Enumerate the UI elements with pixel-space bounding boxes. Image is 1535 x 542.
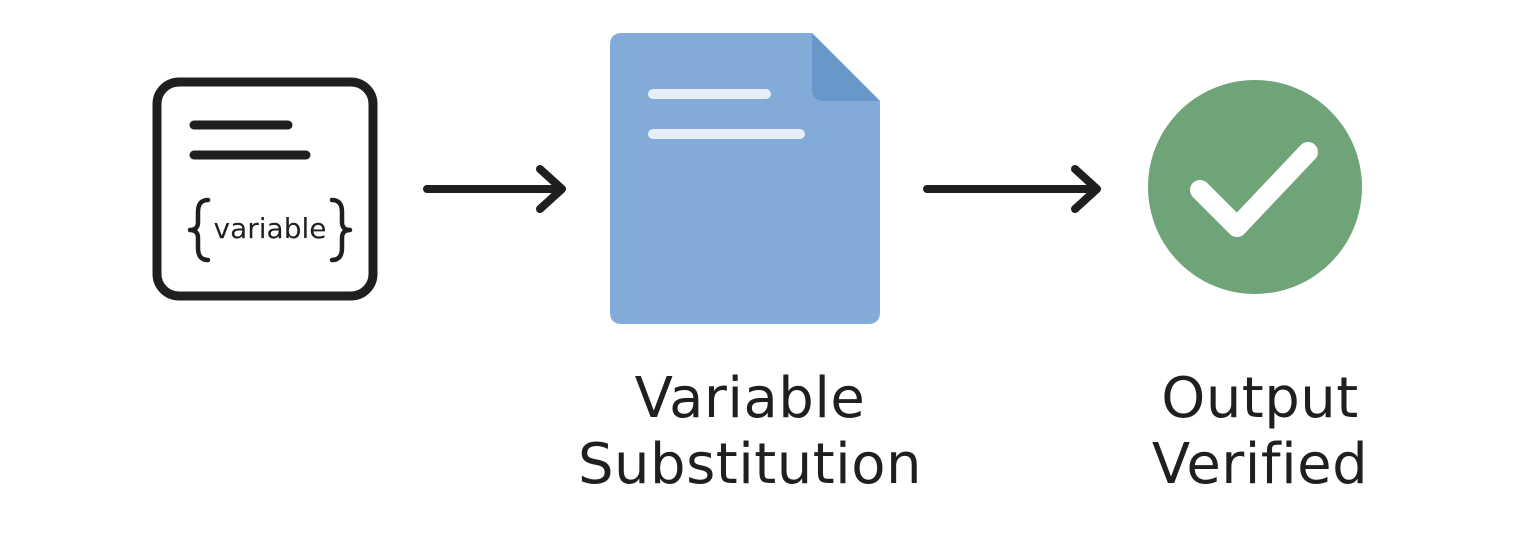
arrow-right-icon — [423, 165, 566, 213]
variable-placeholder: variable — [213, 212, 327, 245]
output-verified-label: Output Verified — [1060, 366, 1460, 498]
label-line: Verified — [1151, 432, 1369, 497]
template-document-icon — [152, 77, 378, 301]
label-line: Variable — [634, 366, 866, 431]
arrow-right-icon — [923, 165, 1101, 213]
right-brace-icon — [329, 197, 353, 263]
label-line: Substitution — [578, 432, 922, 497]
variable-substitution-label: Variable Substitution — [545, 366, 955, 498]
label-line: Output — [1161, 366, 1359, 431]
document-icon — [610, 33, 880, 324]
left-brace-icon — [187, 197, 211, 263]
document-fold — [812, 33, 880, 101]
check-circle-icon — [1148, 80, 1362, 294]
